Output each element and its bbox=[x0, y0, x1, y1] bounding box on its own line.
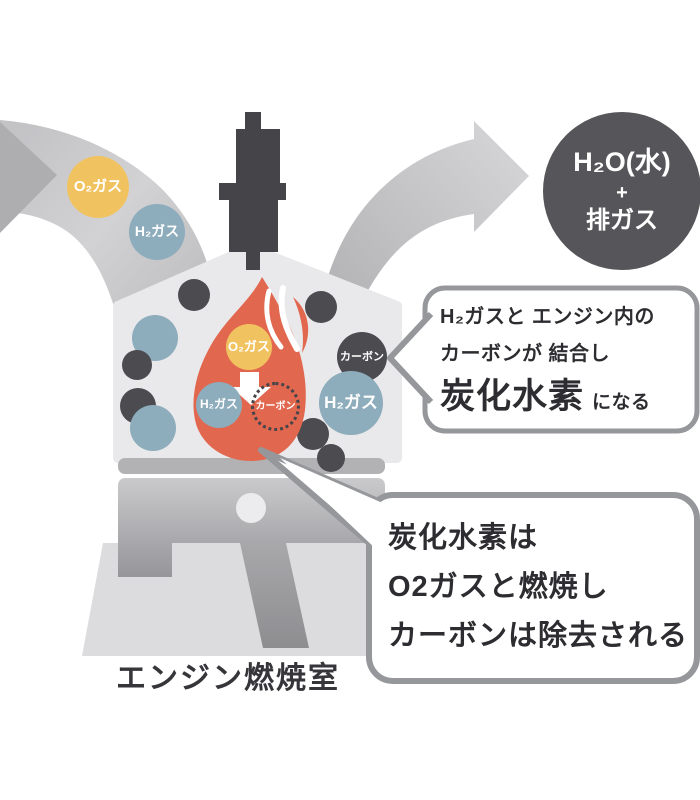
exhaust-arrow bbox=[323, 121, 529, 294]
reaction-line-1: H₂ガスと エンジン内の bbox=[440, 306, 655, 328]
reaction-note-bubble bbox=[387, 285, 700, 434]
intake-h2-molecule: H₂ガス bbox=[129, 204, 185, 260]
carbon-particle bbox=[297, 418, 329, 450]
exhaust-gas-label: 排ガス bbox=[586, 206, 658, 234]
exhaust-result-circle: H₂O(水) + 排ガス bbox=[543, 112, 700, 270]
carbon-particle bbox=[317, 444, 345, 472]
down-arrow-icon bbox=[231, 372, 271, 405]
particles bbox=[120, 279, 345, 472]
removal-note-bubble bbox=[258, 447, 700, 684]
hydrocarbon-term: 炭化水素 bbox=[440, 377, 585, 416]
carbon-particle bbox=[305, 291, 337, 323]
intake-o2-molecule: O₂ガス bbox=[67, 156, 129, 218]
hydrocarbon-term-suffix: になる bbox=[592, 392, 651, 413]
gas-molecule-blue bbox=[132, 315, 178, 361]
h2o-formula: H₂O(水) bbox=[573, 146, 671, 177]
gas-molecule-blue bbox=[130, 405, 176, 451]
spark-plug-icon bbox=[219, 112, 286, 270]
flame-carbon-removed: カーボン bbox=[251, 382, 300, 431]
removal-note-text: 炭化水素は O2ガスと燃焼し カーボンは除去される bbox=[388, 514, 692, 661]
carbon-particle bbox=[122, 350, 152, 380]
bubble-tail bbox=[387, 311, 434, 405]
carbon-particle bbox=[178, 279, 210, 311]
reaction-line-2: カーボンが 結合し bbox=[440, 343, 611, 365]
connecting-rod bbox=[240, 543, 309, 648]
plus-sign: + bbox=[616, 181, 628, 204]
reaction-note-text: H₂ガスと エンジン内の カーボンが 結合し 炭化水素になる bbox=[440, 299, 688, 424]
removal-line-2: O2ガスと燃焼し bbox=[388, 571, 609, 603]
flame-o2-molecule: O₂ガス bbox=[226, 324, 272, 370]
intake-arrow-tail bbox=[0, 122, 57, 233]
removal-line-3: カーボンは除去される bbox=[388, 620, 689, 652]
removal-line-1: 炭化水素は bbox=[388, 522, 539, 554]
engine-caption: エンジン燃焼室 bbox=[116, 662, 340, 695]
chamber-h2-molecule: H₂ガス bbox=[319, 371, 383, 435]
piston-pin bbox=[236, 493, 266, 523]
flame-h2-molecule: H₂ガス bbox=[196, 382, 242, 428]
